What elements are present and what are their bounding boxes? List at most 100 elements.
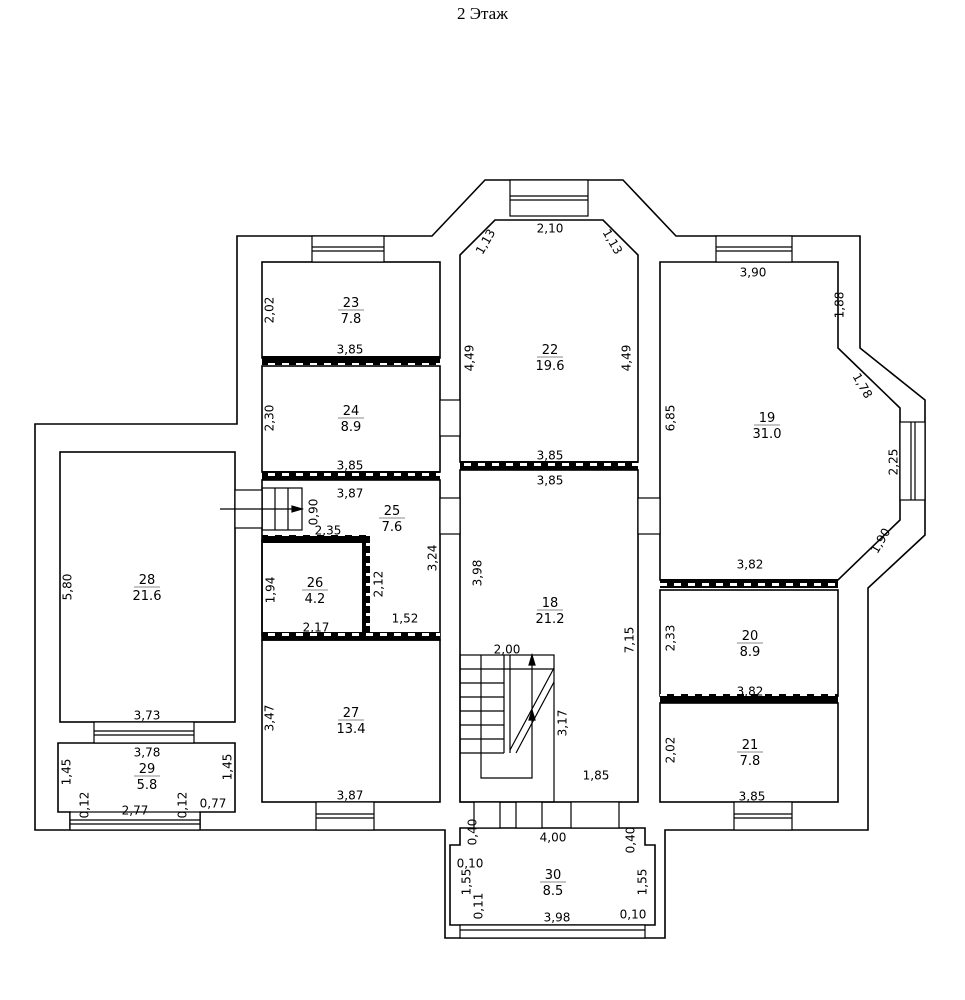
room-number: 22 (542, 343, 559, 358)
dimension-label: 2,02 (263, 297, 277, 324)
dimension-label: 3,82 (737, 685, 764, 699)
dimension-label: 0,11 (472, 893, 486, 920)
dimension-label: 3,82 (737, 558, 764, 572)
dimension-label: 6,85 (664, 405, 678, 432)
room-area: 8.9 (740, 645, 761, 660)
dimension-label: 2,17 (303, 621, 330, 635)
dimension-label: 0,40 (624, 827, 638, 854)
dimension-label: 2,02 (664, 737, 678, 764)
room-23: 237.8 (338, 296, 364, 327)
dimension-label: 3,85 (337, 343, 364, 357)
outer-wall (34, 179, 926, 939)
room-number: 23 (343, 296, 360, 311)
room-20: 208.9 (737, 629, 763, 660)
dimension-label: 2,00 (494, 643, 521, 657)
windows (69, 179, 926, 939)
dimension-labels: 2,02 3,85 2,30 3,85 3,87 0,902,35 3,24 2,12 1,52… (60, 222, 901, 925)
dimension-label: 0,10 (620, 908, 647, 922)
dimension-label: 3,85 (739, 790, 766, 804)
dimension-label: 4,49 (620, 345, 634, 372)
dimension-label: 0,40 (466, 819, 480, 846)
room-area: 7.8 (341, 312, 362, 327)
dimension-label: 3,85 (537, 474, 564, 488)
dimension-label: 3,85 (537, 449, 564, 463)
dimension-label: 4,49 (463, 345, 477, 372)
dimension-label: 1,88 (833, 292, 847, 319)
room-area: 8.5 (543, 884, 564, 899)
dimension-label: 2,33 (664, 625, 678, 652)
dimension-label: 3,85 (337, 459, 364, 473)
room-area: 8.9 (341, 420, 362, 435)
dimension-label: 3,90 (740, 266, 767, 280)
dimension-label: 5,80 (61, 574, 75, 601)
staircase (220, 487, 555, 803)
room-number: 20 (742, 629, 759, 644)
dimension-label: 3,98 (471, 560, 485, 587)
dimension-label: 1,52 (392, 612, 419, 626)
dimension-label: 2,30 (263, 405, 277, 432)
room-number: 18 (542, 596, 559, 611)
room-24: 248.9 (338, 404, 364, 435)
dimension-label: 3,47 (263, 705, 277, 732)
dimension-label: 3,98 (544, 911, 571, 925)
dimension-label: 0,10 (457, 857, 484, 871)
dimension-label: 1,13 (600, 227, 625, 257)
dimension-label: 3,73 (134, 709, 161, 723)
room-26: 264.2 (302, 576, 328, 607)
dimension-label: 0,12 (78, 792, 92, 819)
dimension-label: 1,45 (60, 759, 74, 786)
dimension-label: 3,24 (426, 545, 440, 572)
dimension-label: 4,00 (540, 831, 567, 845)
dimension-label: 0,12 (176, 792, 190, 819)
room-area: 13.4 (337, 722, 366, 737)
dimension-label: 2,25 (887, 449, 901, 476)
room-25: 257.6 (379, 504, 405, 535)
dimension-label: 1,13 (473, 227, 498, 257)
room-area: 19.6 (536, 359, 565, 374)
room-number: 26 (307, 576, 324, 591)
dimension-label: 1,45 (221, 754, 235, 781)
room-number: 27 (343, 706, 360, 721)
room-30: 308.5 (540, 868, 566, 899)
room-area: 7.6 (382, 520, 403, 535)
dimension-label: 3,87 (337, 487, 364, 501)
room-area: 31.0 (753, 427, 782, 442)
room-area: 4.2 (305, 592, 326, 607)
room-number: 21 (742, 738, 759, 753)
dimension-label: 3,78 (134, 746, 161, 760)
dimension-label: 1,94 (264, 577, 278, 604)
dimension-label: 1,78 (850, 371, 875, 401)
room-21: 217.8 (737, 738, 763, 769)
room-area: 21.6 (133, 589, 162, 604)
room-number: 30 (545, 868, 562, 883)
room-area: 7.8 (740, 754, 761, 769)
dimension-label: 2,77 (122, 804, 149, 818)
dimension-label: 1,55 (636, 869, 650, 896)
room-29: 295.8 (134, 762, 160, 793)
dimension-label: 0,90 (307, 499, 321, 526)
dimension-label: 0,77 (200, 797, 227, 811)
dimension-label: 3,87 (337, 789, 364, 803)
dimension-label: 1,55 (460, 869, 474, 896)
room-number: 19 (759, 411, 776, 426)
dimension-label: 7,15 (623, 627, 637, 654)
dimension-label: 2,35 (315, 524, 342, 538)
room-labels: 237.8248.9257.6264.22713.42821.6295.8221… (133, 296, 782, 899)
room-number: 25 (384, 504, 401, 519)
room-area: 21.2 (536, 612, 565, 627)
floor-title: 2 Этаж (457, 4, 508, 23)
dimension-label: 2,12 (372, 571, 386, 598)
dimension-label: 3,17 (556, 710, 570, 737)
room-number: 24 (343, 404, 360, 419)
dimension-label: 1,85 (583, 769, 610, 783)
partition-walls (262, 356, 838, 703)
dimension-label: 2,10 (537, 222, 564, 236)
room-number: 29 (139, 762, 156, 777)
room-area: 5.8 (137, 778, 158, 793)
